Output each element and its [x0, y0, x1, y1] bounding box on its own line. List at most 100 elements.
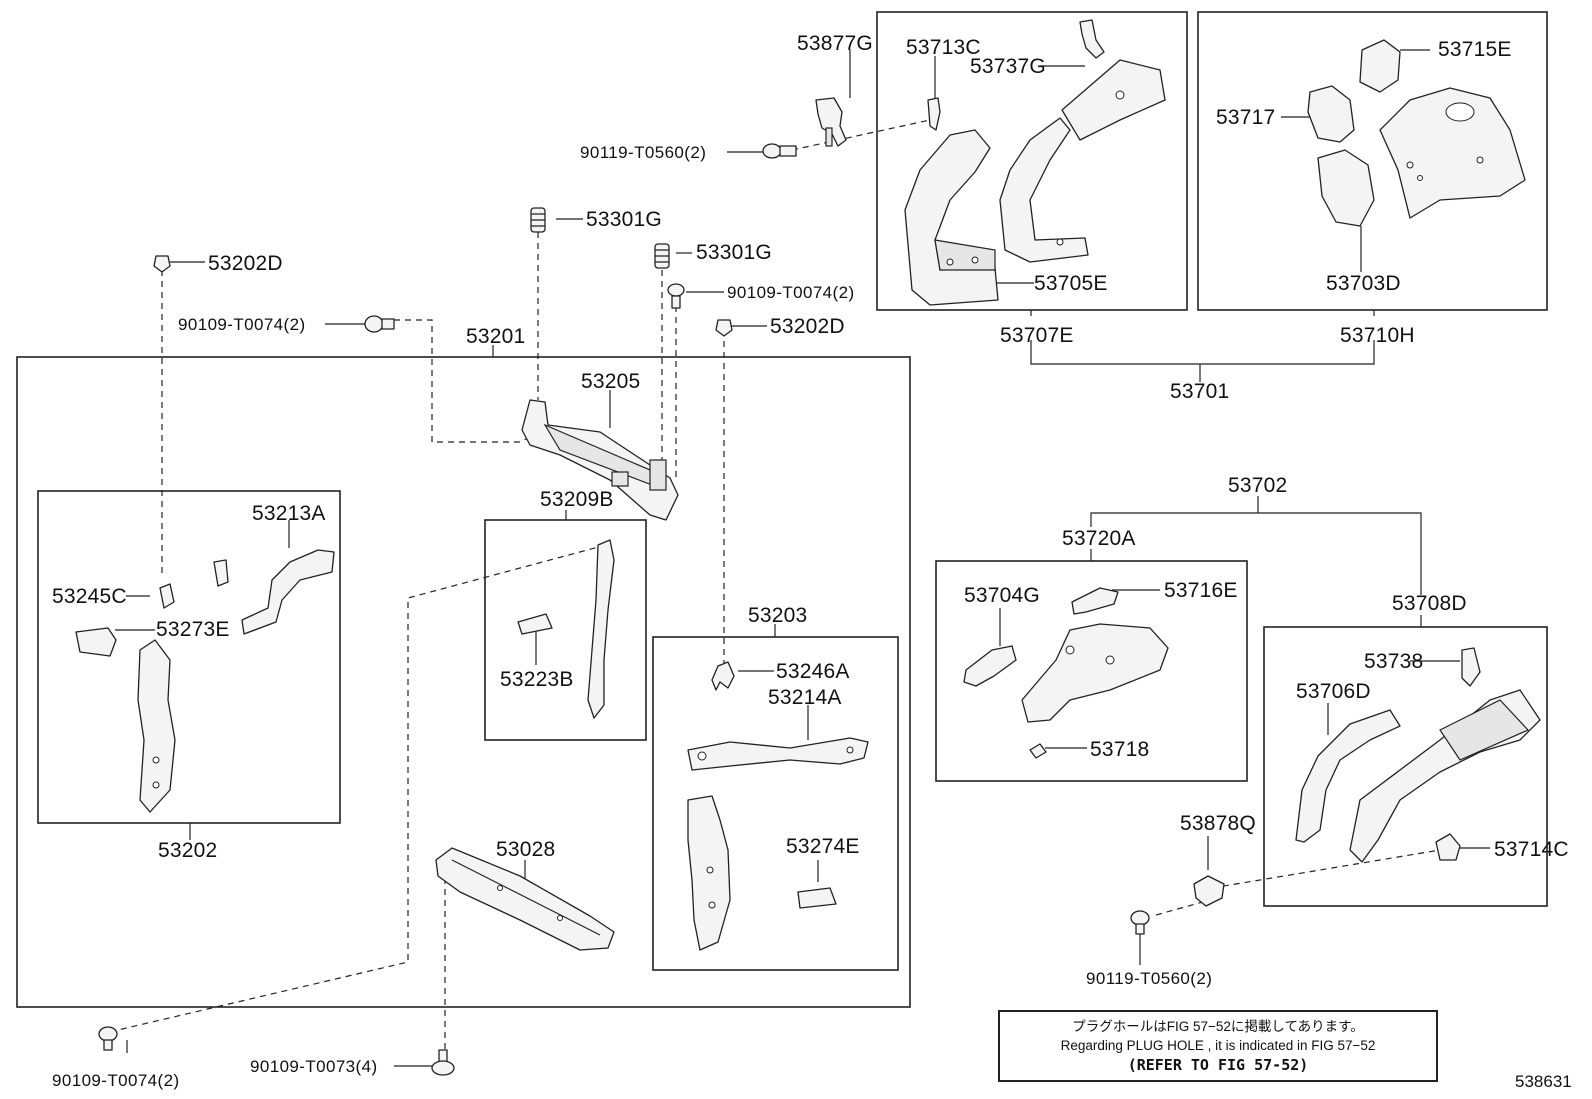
label-53223B[interactable]: 53223B — [500, 668, 574, 691]
note-line-japanese: プラグホールはFIG 57−52に掲載してあります。 — [1072, 1019, 1364, 1034]
part-53214A — [687, 737, 869, 771]
part-53223B — [517, 613, 553, 635]
label-53720A[interactable]: 53720A — [1062, 527, 1136, 550]
label-53701[interactable]: 53701 — [1170, 380, 1229, 403]
note-line-refer: (REFER TO FIG 57-52) — [1127, 1056, 1309, 1074]
part-bolt-90109-left — [364, 315, 395, 333]
label-53707E[interactable]: 53707E — [1000, 324, 1074, 347]
part-53301G-a — [530, 207, 546, 233]
label-53205[interactable]: 53205 — [581, 370, 640, 393]
label-53716E[interactable]: 53716E — [1164, 579, 1238, 602]
label-53878Q[interactable]: 53878Q — [1180, 812, 1256, 835]
label-90109-left[interactable]: 90109-T0074(2) — [178, 315, 306, 334]
frame-53707E — [876, 11, 1188, 311]
part-53245C — [159, 583, 175, 609]
label-53717[interactable]: 53717 — [1216, 106, 1275, 129]
part-53708D-apron — [1349, 689, 1541, 863]
part-53717 — [1307, 85, 1355, 143]
part-53714C — [1435, 833, 1461, 861]
part-53706D — [1295, 709, 1401, 843]
note-line-english: Regarding PLUG HOLE , it is indicated in… — [1060, 1038, 1376, 1053]
label-53273E[interactable]: 53273E — [156, 618, 230, 641]
part-53202D-b — [715, 319, 733, 337]
part-bolt-90119-bottom — [1130, 910, 1150, 935]
frame-53201 — [16, 356, 911, 1008]
part-53704G — [963, 645, 1017, 687]
part-53205 — [521, 399, 679, 521]
label-53715E[interactable]: 53715E — [1438, 38, 1512, 61]
part-53203-pillar — [687, 795, 731, 951]
part-53209B-brace — [587, 539, 615, 719]
bracket-53702 — [1090, 496, 1422, 627]
part-bolt-90109-t0073 — [431, 1049, 455, 1076]
part-53301G-b — [654, 243, 670, 269]
label-53213A[interactable]: 53213A — [252, 502, 326, 525]
label-53214A[interactable]: 53214A — [768, 686, 842, 709]
note-box: プラグホールはFIG 57−52に掲載してあります。 Regarding PLU… — [998, 1010, 1438, 1082]
label-53877G[interactable]: 53877G — [797, 32, 873, 55]
label-90119-top[interactable]: 90119-T0560(2) — [580, 143, 706, 162]
part-53718 — [1029, 743, 1047, 759]
part-53715E — [1359, 39, 1401, 93]
part-53877G — [815, 97, 847, 147]
part-53703D — [1317, 149, 1375, 227]
label-53704G[interactable]: 53704G — [964, 584, 1040, 607]
label-53245C[interactable]: 53245C — [52, 585, 127, 608]
label-53202D-b[interactable]: 53202D — [770, 315, 845, 338]
label-53705E[interactable]: 53705E — [1034, 272, 1108, 295]
frame-53209B — [484, 519, 647, 741]
label-53301G-a[interactable]: 53301G — [586, 208, 662, 231]
part-53710H-panel — [1379, 87, 1526, 219]
dash-53714C — [1211, 849, 1441, 889]
part-53705E-assembly — [904, 59, 1166, 306]
bracket-53701 — [1030, 310, 1375, 382]
part-53202D-a — [153, 255, 171, 273]
part-53213A — [241, 549, 335, 635]
part-53716E — [1071, 587, 1119, 615]
label-53703D[interactable]: 53703D — [1326, 272, 1401, 295]
part-53246A — [711, 661, 735, 691]
label-53246A[interactable]: 53246A — [776, 660, 850, 683]
part-53737G — [1079, 19, 1105, 59]
dash-53877G — [791, 119, 931, 151]
part-53028 — [435, 847, 615, 951]
part-53720A-apron — [1021, 623, 1169, 723]
label-53702[interactable]: 53702 — [1228, 474, 1287, 497]
figure-number: 538631 — [1515, 1072, 1572, 1091]
part-53273E — [75, 627, 117, 657]
label-53209B[interactable]: 53209B — [540, 488, 614, 511]
label-53710H[interactable]: 53710H — [1340, 324, 1415, 347]
label-53718[interactable]: 53718 — [1090, 738, 1149, 761]
part-bolt-90109-bl — [98, 1026, 118, 1051]
label-53708D[interactable]: 53708D — [1392, 592, 1467, 615]
label-53201[interactable]: 53201 — [466, 325, 525, 348]
part-bolt-90119-top — [762, 143, 797, 159]
label-53202D-a[interactable]: 53202D — [208, 252, 283, 275]
label-53203[interactable]: 53203 — [748, 604, 807, 627]
part-53738 — [1461, 647, 1481, 687]
label-53202[interactable]: 53202 — [158, 839, 217, 862]
label-53713C[interactable]: 53713C — [906, 36, 981, 59]
label-53028[interactable]: 53028 — [496, 838, 555, 861]
part-53713C — [927, 97, 941, 131]
part-bolt-90109-right — [667, 283, 685, 309]
part-53202-pillar — [137, 639, 176, 813]
label-53738[interactable]: 53738 — [1364, 650, 1423, 673]
label-90109-right[interactable]: 90109-T0074(2) — [727, 283, 855, 302]
label-53301G-b[interactable]: 53301G — [696, 241, 772, 264]
part-53274E — [797, 887, 837, 909]
frame-53202 — [37, 490, 341, 824]
label-53714C[interactable]: 53714C — [1494, 838, 1569, 861]
label-90109-bl[interactable]: 90109-T0074(2) — [52, 1071, 180, 1090]
part-bracket-53213A-small — [213, 559, 229, 587]
label-53737G[interactable]: 53737G — [970, 55, 1046, 78]
frame-53710H — [1197, 11, 1548, 311]
label-53274E[interactable]: 53274E — [786, 835, 860, 858]
part-53878Q — [1193, 875, 1225, 907]
label-90109-t0073[interactable]: 90109-T0073(4) — [250, 1057, 378, 1076]
dash-53209B-bolt — [117, 544, 607, 1031]
frame-53708D — [1263, 626, 1548, 907]
label-53706D[interactable]: 53706D — [1296, 680, 1371, 703]
label-90119-bottom[interactable]: 90119-T0560(2) — [1086, 969, 1212, 988]
